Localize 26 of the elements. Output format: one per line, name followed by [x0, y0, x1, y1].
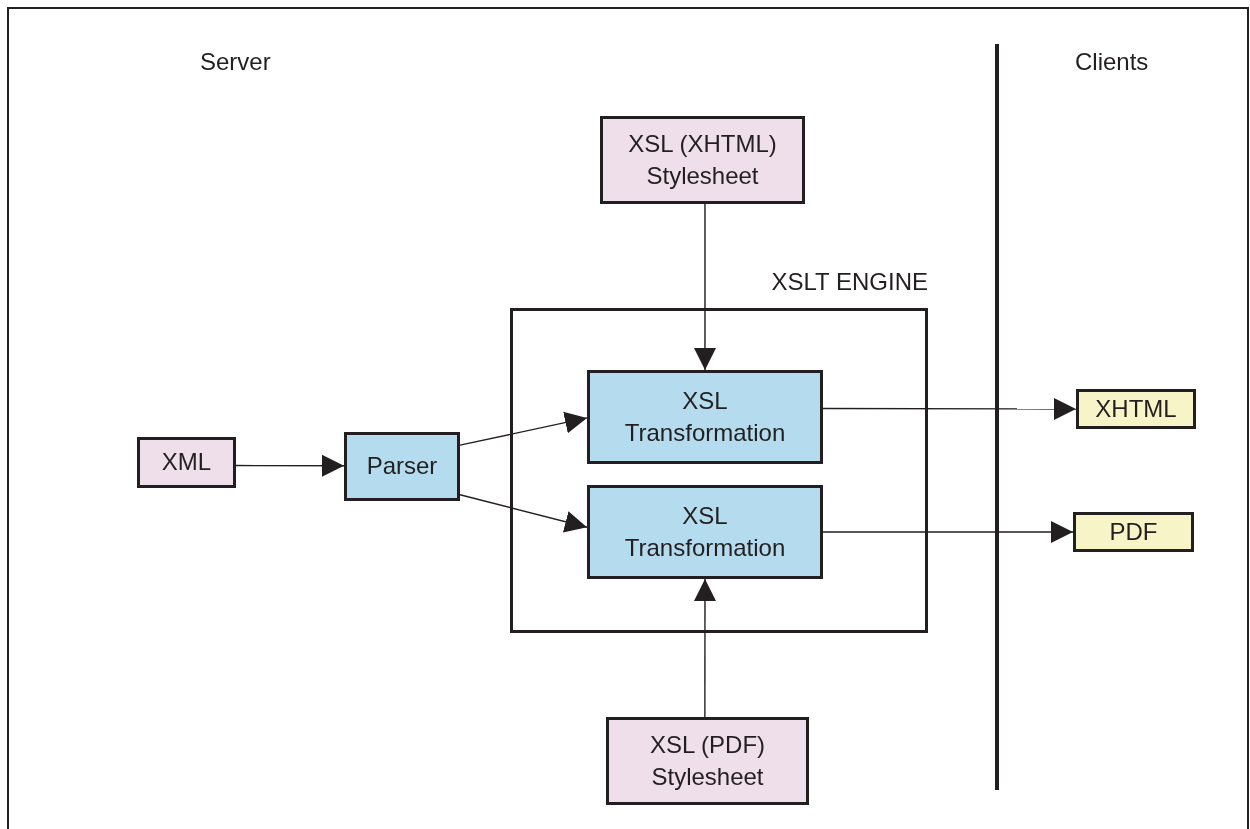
- node-label: XSL Transformation: [623, 500, 787, 563]
- region-label: Server: [200, 48, 271, 76]
- node-label: PDF: [1109, 516, 1158, 547]
- node-label: Parser: [366, 451, 438, 482]
- engine-heading: XSLT ENGINE: [771, 267, 928, 297]
- node-label: XSL (PDF) Stylesheet: [648, 729, 767, 792]
- arrow: [694, 203, 716, 371]
- arrow: [459, 411, 588, 446]
- parser-box: [344, 432, 460, 501]
- input-box: [137, 437, 236, 488]
- arrow: [694, 578, 716, 718]
- region-label: Clients: [1075, 48, 1149, 76]
- node-label: XSL (XHTML) Stylesheet: [627, 128, 778, 191]
- node-label: XML: [161, 447, 212, 478]
- stylesheet-box: [600, 116, 805, 204]
- output-box: [1073, 512, 1194, 552]
- arrow: [822, 521, 1074, 543]
- transformation-box: [587, 370, 823, 464]
- node-label: XSL Transformation: [623, 385, 787, 448]
- stylesheet-box: [606, 717, 809, 805]
- arrow: [459, 494, 588, 533]
- transformation-box: [587, 485, 823, 579]
- output-box: [1076, 389, 1196, 429]
- arrow: [822, 397, 1077, 420]
- arrow: [235, 454, 345, 477]
- node-label: XHTML: [1095, 393, 1177, 424]
